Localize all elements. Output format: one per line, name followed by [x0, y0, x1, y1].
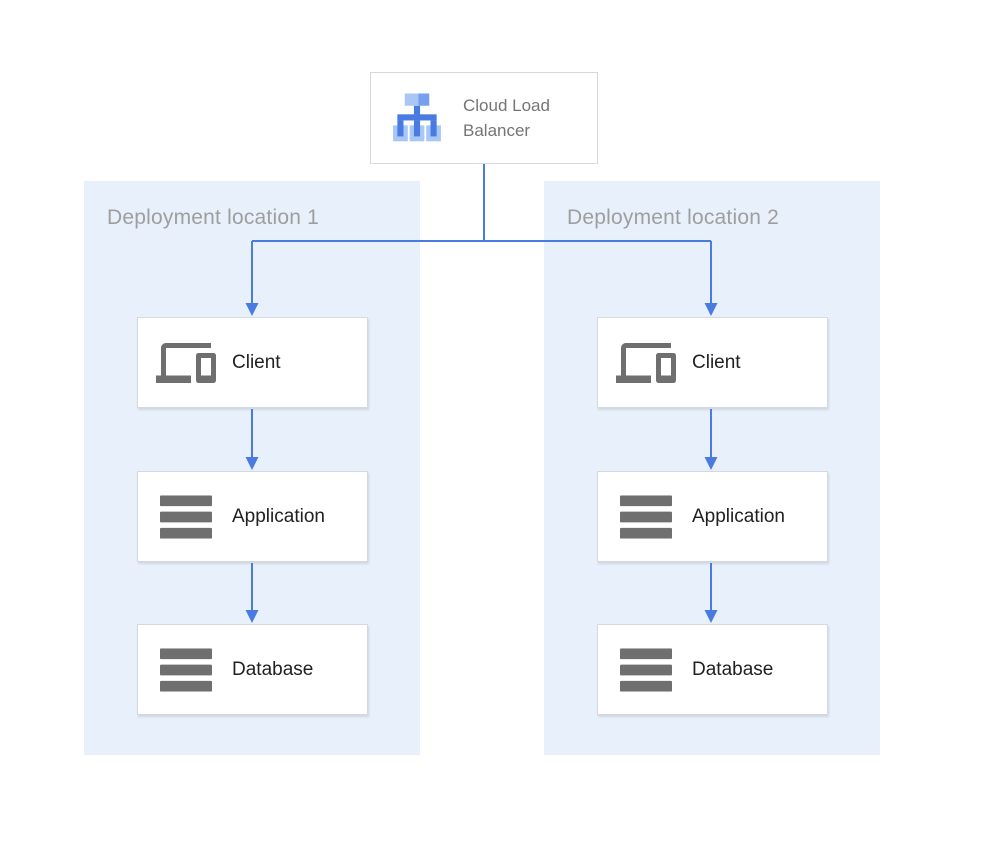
node-label: Application [692, 505, 785, 527]
node-client-location-2: Client [597, 317, 828, 408]
server-stack-icon [154, 640, 218, 700]
region-label: Deployment location 2 [567, 206, 779, 229]
devices-icon [614, 333, 678, 393]
server-stack-icon [614, 487, 678, 547]
node-database-location-2: Database [597, 624, 828, 715]
node-label: Database [692, 658, 774, 680]
node-label: Client [232, 351, 281, 373]
node-database-location-1: Database [137, 624, 368, 715]
node-label: Client [692, 351, 741, 373]
region-deployment-location-1: Deployment location 1 Client Application… [84, 181, 420, 755]
node-cloud-load-balancer: Cloud Load Balancer [370, 72, 598, 164]
server-stack-icon [154, 487, 218, 547]
server-stack-icon [614, 640, 678, 700]
region-label: Deployment location 1 [107, 206, 319, 229]
cloud-load-balancer-icon [386, 88, 448, 148]
node-label: Database [232, 658, 314, 680]
region-deployment-location-2: Deployment location 2 Client Application… [544, 181, 880, 755]
devices-icon [154, 333, 218, 393]
node-label: Cloud Load Balancer [463, 96, 550, 140]
node-label: Application [232, 505, 325, 527]
node-client-location-1: Client [137, 317, 368, 408]
node-application-location-2: Application [597, 471, 828, 562]
node-application-location-1: Application [137, 471, 368, 562]
